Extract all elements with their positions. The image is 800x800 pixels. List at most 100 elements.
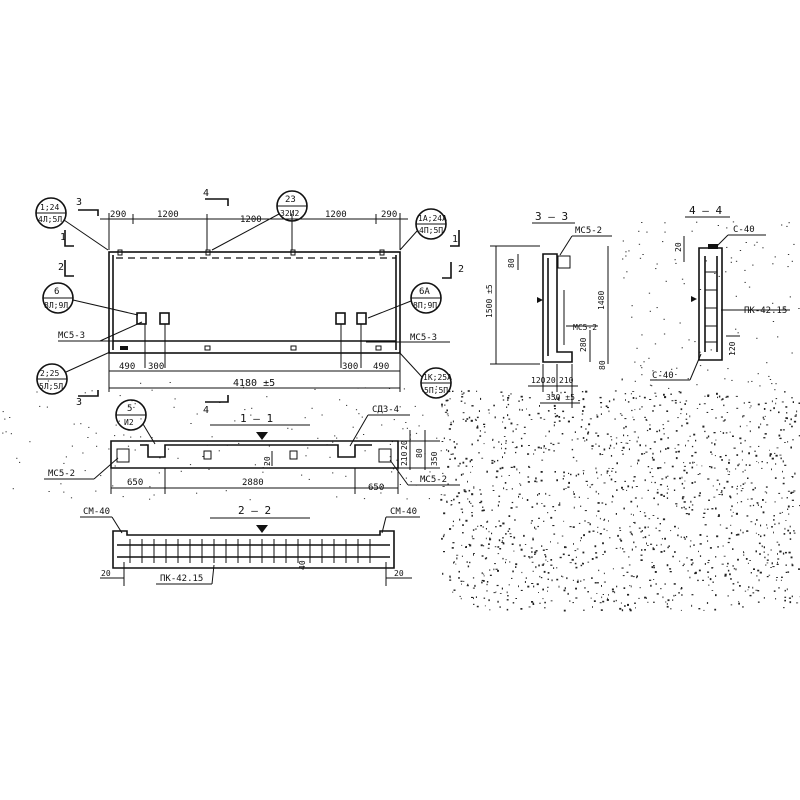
noise-dot bbox=[611, 468, 614, 469]
noise-dot bbox=[71, 445, 73, 447]
noise-dot bbox=[749, 407, 751, 409]
noise-dot bbox=[471, 596, 474, 598]
noise-dot bbox=[456, 557, 458, 560]
noise-dot bbox=[465, 519, 468, 522]
noise-dot bbox=[686, 536, 688, 538]
noise-dot bbox=[73, 423, 75, 425]
noise-dot bbox=[604, 550, 606, 553]
noise-dot bbox=[785, 406, 788, 408]
dim-s2-mid: 40 bbox=[298, 560, 307, 570]
noise-dot bbox=[603, 482, 606, 484]
noise-dot bbox=[500, 391, 503, 393]
noise-dot bbox=[714, 608, 717, 611]
cut-1-left-mark bbox=[64, 230, 74, 247]
noise-dot bbox=[452, 390, 454, 392]
noise-dot bbox=[639, 511, 641, 512]
noise-dot bbox=[701, 465, 703, 467]
noise-dot bbox=[670, 393, 672, 395]
noise-dot bbox=[403, 388, 405, 390]
noise-dot bbox=[764, 415, 766, 417]
noise-dot bbox=[633, 419, 635, 421]
noise-dot bbox=[665, 448, 667, 450]
noise-dot bbox=[610, 436, 612, 438]
noise-dot bbox=[478, 410, 480, 412]
noise-dot bbox=[711, 508, 714, 510]
noise-dot bbox=[781, 576, 783, 578]
noise-dot bbox=[291, 428, 293, 430]
noise-dot bbox=[644, 479, 646, 482]
noise-dot bbox=[732, 435, 734, 437]
noise-dot bbox=[681, 587, 683, 590]
noise-dot bbox=[461, 555, 463, 557]
noise-dot bbox=[736, 493, 738, 495]
noise-dot bbox=[631, 548, 633, 551]
noise-dot bbox=[499, 525, 502, 527]
noise-dot bbox=[660, 493, 663, 496]
noise-dot bbox=[699, 365, 702, 367]
noise-dot bbox=[456, 554, 459, 556]
noise-dot bbox=[675, 262, 677, 264]
noise-dot bbox=[740, 442, 742, 444]
noise-dot bbox=[511, 441, 514, 443]
noise-dot bbox=[702, 516, 705, 518]
noise-dot bbox=[653, 567, 655, 569]
noise-dot bbox=[733, 447, 736, 449]
noise-dot bbox=[627, 442, 629, 444]
noise-dot bbox=[493, 446, 495, 449]
cm40-right: СМ-40 bbox=[390, 507, 417, 517]
noise-dot bbox=[736, 407, 739, 409]
noise-dot bbox=[584, 510, 587, 512]
noise-dot bbox=[760, 506, 762, 508]
noise-dot bbox=[519, 483, 521, 485]
noise-dot bbox=[539, 575, 541, 578]
noise-dot bbox=[667, 437, 669, 439]
noise-dot bbox=[655, 527, 657, 529]
noise-dot bbox=[757, 504, 759, 506]
noise-dot bbox=[592, 530, 595, 532]
noise-dot bbox=[568, 472, 570, 474]
noise-dot bbox=[706, 602, 709, 604]
noise-dot bbox=[674, 399, 677, 402]
noise-dot bbox=[47, 380, 49, 382]
noise-dot bbox=[470, 471, 472, 473]
noise-dot bbox=[661, 538, 663, 540]
noise-dot bbox=[497, 459, 499, 462]
noise-dot bbox=[764, 556, 766, 559]
noise-dot bbox=[556, 479, 558, 482]
noise-dot bbox=[608, 400, 611, 403]
noise-dot bbox=[538, 564, 540, 567]
noise-dot bbox=[747, 477, 749, 479]
noise-dot bbox=[158, 472, 160, 474]
noise-dot bbox=[487, 547, 490, 549]
noise-dot bbox=[597, 435, 600, 437]
noise-dot bbox=[525, 577, 527, 579]
noise-dot bbox=[560, 391, 562, 394]
noise-dot bbox=[225, 490, 227, 492]
noise-dot bbox=[473, 486, 475, 488]
noise-dot bbox=[730, 604, 733, 606]
noise-dot bbox=[627, 401, 630, 403]
cut-3-bottom-mark bbox=[78, 390, 99, 397]
noise-dot bbox=[528, 606, 531, 608]
noise-dot bbox=[691, 504, 694, 506]
noise-dot bbox=[628, 564, 631, 566]
noise-dot bbox=[484, 605, 486, 607]
noise-dot bbox=[585, 390, 588, 393]
noise-dot bbox=[630, 393, 632, 395]
noise-dot bbox=[791, 563, 793, 565]
noise-dot bbox=[449, 458, 451, 460]
noise-dot bbox=[557, 397, 559, 400]
noise-dot bbox=[691, 455, 694, 457]
noise-dot bbox=[537, 446, 540, 449]
c40-top: С-40 bbox=[733, 225, 755, 235]
noise-dot bbox=[735, 395, 738, 397]
noise-dot bbox=[717, 515, 720, 517]
noise-dot bbox=[635, 397, 637, 400]
noise-dot bbox=[656, 593, 659, 595]
noise-dot bbox=[678, 592, 680, 594]
noise-dot bbox=[690, 559, 693, 561]
noise-dot bbox=[497, 553, 500, 555]
noise-dot bbox=[710, 451, 712, 453]
noise-dot bbox=[649, 384, 652, 386]
noise-dot bbox=[606, 470, 609, 472]
